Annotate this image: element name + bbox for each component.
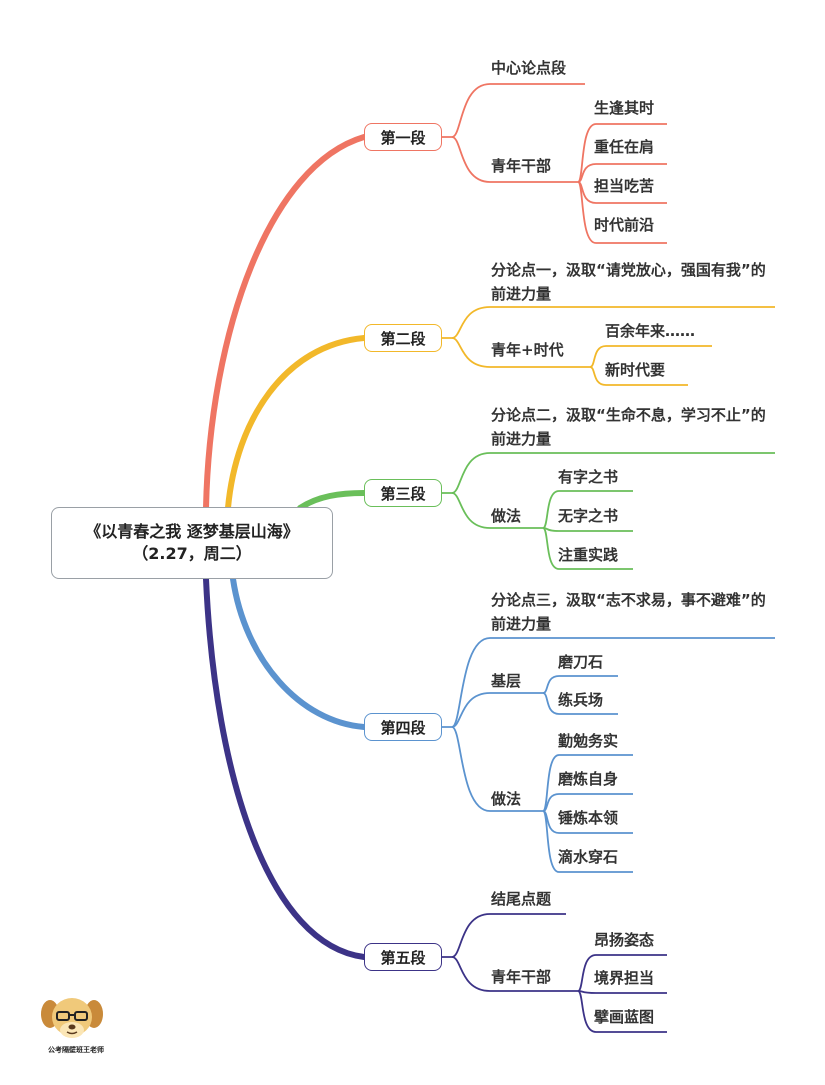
leaf-item[interactable]: 磨炼自身 [558,770,619,788]
logo-caption: 公考隔壁班王老师 [48,1046,104,1054]
leaf-item[interactable]: 新时代要 [605,361,666,379]
root-date: （2.27，周二） [132,544,252,563]
topic-central-thesis[interactable]: 中心论点段 [491,59,567,77]
section-node-3[interactable]: 第三段 [364,479,442,507]
leaf-item[interactable]: 重任在肩 [594,138,655,156]
section-node-1[interactable]: 第一段 [364,123,442,151]
leaf-item[interactable]: 练兵场 [558,691,604,709]
dog-mascot-icon [41,998,103,1038]
root-node[interactable]: 《以青春之我 逐梦基层山海》 （2.27，周二） [51,507,333,579]
leaf-item[interactable]: 生逢其时 [594,99,655,117]
leaf-item[interactable]: 百余年来…… [605,322,696,340]
topic-sub-argument-3[interactable]: 分论点三，汲取“志不求易，事不避难”的前进力量 [491,591,766,633]
section-node-2[interactable]: 第二段 [364,324,442,352]
topic-methods[interactable]: 做法 [491,790,522,808]
trunk-section-1 [203,134,367,511]
section-node-5[interactable]: 第五段 [364,943,442,971]
leaf-item[interactable]: 注重实践 [558,546,619,564]
trunk-section-5 [203,576,367,960]
topic-sub-argument-2[interactable]: 分论点二，汲取“生命不息，学习不止”的前进力量 [491,406,766,448]
leaf-item[interactable]: 有字之书 [558,468,619,486]
section-node-4[interactable]: 第四段 [364,713,442,741]
leaf-item[interactable]: 滴水穿石 [558,848,619,866]
leaf-item[interactable]: 昂扬姿态 [594,931,655,949]
root-title: 《以青春之我 逐梦基层山海》 [85,522,299,541]
topic-sub-argument-1[interactable]: 分论点一，汲取“请党放心，强国有我”的前进力量 [491,261,766,303]
topic-grassroots[interactable]: 基层 [491,672,522,690]
leaf-item[interactable]: 境界担当 [594,969,655,987]
topic-young-cadres[interactable]: 青年干部 [491,157,552,175]
leaf-item[interactable]: 无字之书 [558,507,619,525]
topic-conclusion[interactable]: 结尾点题 [491,890,552,908]
leaf-item[interactable]: 擘画蓝图 [594,1008,655,1026]
trunk-section-2 [225,335,367,511]
topic-youth-era[interactable]: 青年+时代 [491,341,564,359]
leaf-item[interactable]: 勤勉务实 [558,732,619,750]
trunk-section-3 [297,490,367,511]
leaf-item[interactable]: 担当吃苦 [594,177,655,195]
topic-young-cadres[interactable]: 青年干部 [491,968,552,986]
leaf-item[interactable]: 锤炼本领 [558,809,619,827]
leaf-item[interactable]: 时代前沿 [594,216,655,234]
leaf-item[interactable]: 磨刀石 [558,653,604,671]
topic-methods[interactable]: 做法 [491,507,522,525]
trunk-section-4 [230,576,367,730]
